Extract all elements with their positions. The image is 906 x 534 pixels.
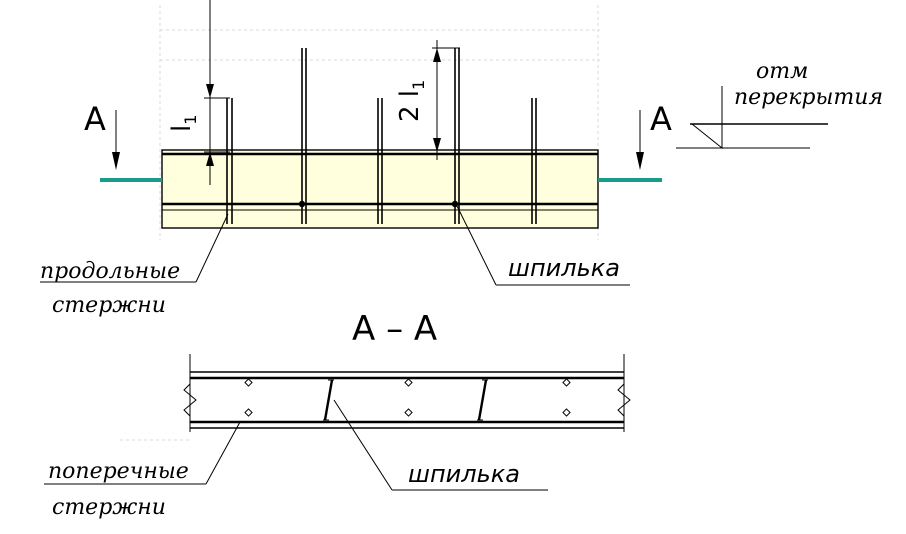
leader-longitudinal-bars: продольные стержни [40, 213, 229, 318]
level-mark: отм перекрытия [676, 59, 883, 150]
slab-elevation [100, 149, 662, 229]
pin-label-bottom: шпилька [408, 460, 520, 488]
level-label-1: отм [756, 59, 808, 84]
dim-2l1-text: 2 l [395, 90, 425, 122]
transverse-bar-dots [244, 378, 571, 417]
longitudinal-label-2: стержни [52, 293, 166, 318]
section-view [183, 354, 631, 432]
section-letter-left: A [84, 100, 106, 138]
section-letter-right: A [650, 100, 672, 138]
section-mark-right: A [636, 100, 672, 170]
svg-text:2 l1: 2 l1 [395, 80, 428, 122]
slab-body [161, 149, 599, 229]
level-label-2: перекрытия [734, 85, 883, 110]
construction-lines [120, 5, 600, 441]
transverse-label-1: поперечные [48, 459, 189, 484]
dimension-2l1: 2 l1 [395, 40, 460, 160]
pins [323, 379, 488, 421]
pin-label-top: шпилька [508, 254, 620, 282]
leader-transverse-bars: поперечные стержни [44, 421, 241, 520]
section-title: A – A [352, 309, 437, 349]
starter-bars [226, 48, 537, 224]
dim-l1-text: l [167, 125, 197, 132]
dimension-l1: l1 [167, 0, 230, 185]
longitudinal-label-1: продольные [40, 259, 180, 284]
dim-2l1-sub: 1 [409, 80, 428, 90]
svg-text:l1: l1 [167, 115, 200, 132]
section-mark-left: A [84, 100, 120, 170]
leader-pin-top: шпилька [456, 205, 630, 286]
transverse-label-2: стержни [52, 495, 166, 520]
leader-pin-bottom: шпилька [333, 399, 548, 491]
dim-l1-sub: 1 [181, 115, 200, 125]
